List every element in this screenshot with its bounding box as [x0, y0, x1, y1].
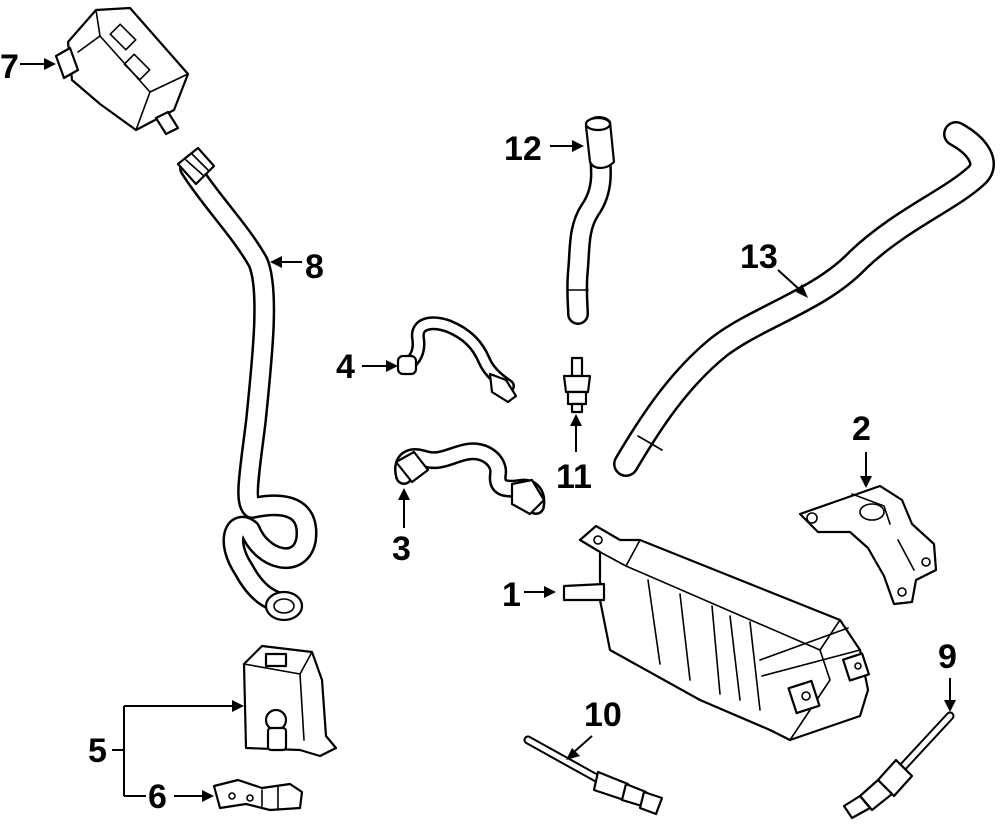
callout-label-7: 7 — [0, 48, 19, 86]
part-1-vapor-canister — [562, 524, 871, 742]
part-5-vent-control-valve — [242, 644, 338, 758]
callout-13: 13 — [740, 238, 808, 298]
callout-5-6: 5 6 — [88, 700, 244, 816]
callout-label-5: 5 — [88, 732, 107, 770]
callout-2: 2 — [852, 410, 872, 488]
part-11-pcv-valve — [562, 356, 592, 414]
callout-label-1: 1 — [502, 576, 521, 614]
callout-9: 9 — [938, 638, 957, 712]
callout-label-4: 4 — [336, 348, 355, 386]
part-6-bracket — [212, 778, 304, 812]
callout-12: 12 — [504, 130, 584, 168]
callout-1: 1 — [502, 576, 556, 614]
callout-4: 4 — [336, 348, 398, 386]
callout-label-8: 8 — [305, 248, 324, 286]
part-12-hose — [566, 116, 616, 325]
callout-8: 8 — [270, 248, 324, 286]
part-3-hose — [394, 442, 546, 516]
callout-7: 7 — [0, 48, 56, 86]
part-4-hose — [396, 316, 518, 404]
callout-10: 10 — [566, 696, 622, 760]
callout-label-12: 12 — [504, 130, 542, 168]
part-2-canister-bracket — [798, 484, 938, 606]
part-10-oxygen-sensor — [523, 735, 664, 816]
callout-11: 11 — [556, 414, 592, 496]
callout-label-6: 6 — [148, 778, 167, 816]
part-7-vapor-canister-purge-valve — [54, 6, 190, 136]
callout-3: 3 — [392, 488, 411, 568]
callout-label-13: 13 — [740, 238, 778, 276]
part-13-hose — [613, 121, 995, 477]
callout-label-10: 10 — [584, 696, 622, 734]
callout-label-11: 11 — [556, 458, 592, 496]
part-9-oxygen-sensor — [842, 711, 955, 820]
callout-label-3: 3 — [392, 530, 411, 568]
callout-label-2: 2 — [852, 410, 871, 448]
part-8-vent-hose — [176, 146, 318, 622]
callout-label-9: 9 — [938, 638, 957, 676]
